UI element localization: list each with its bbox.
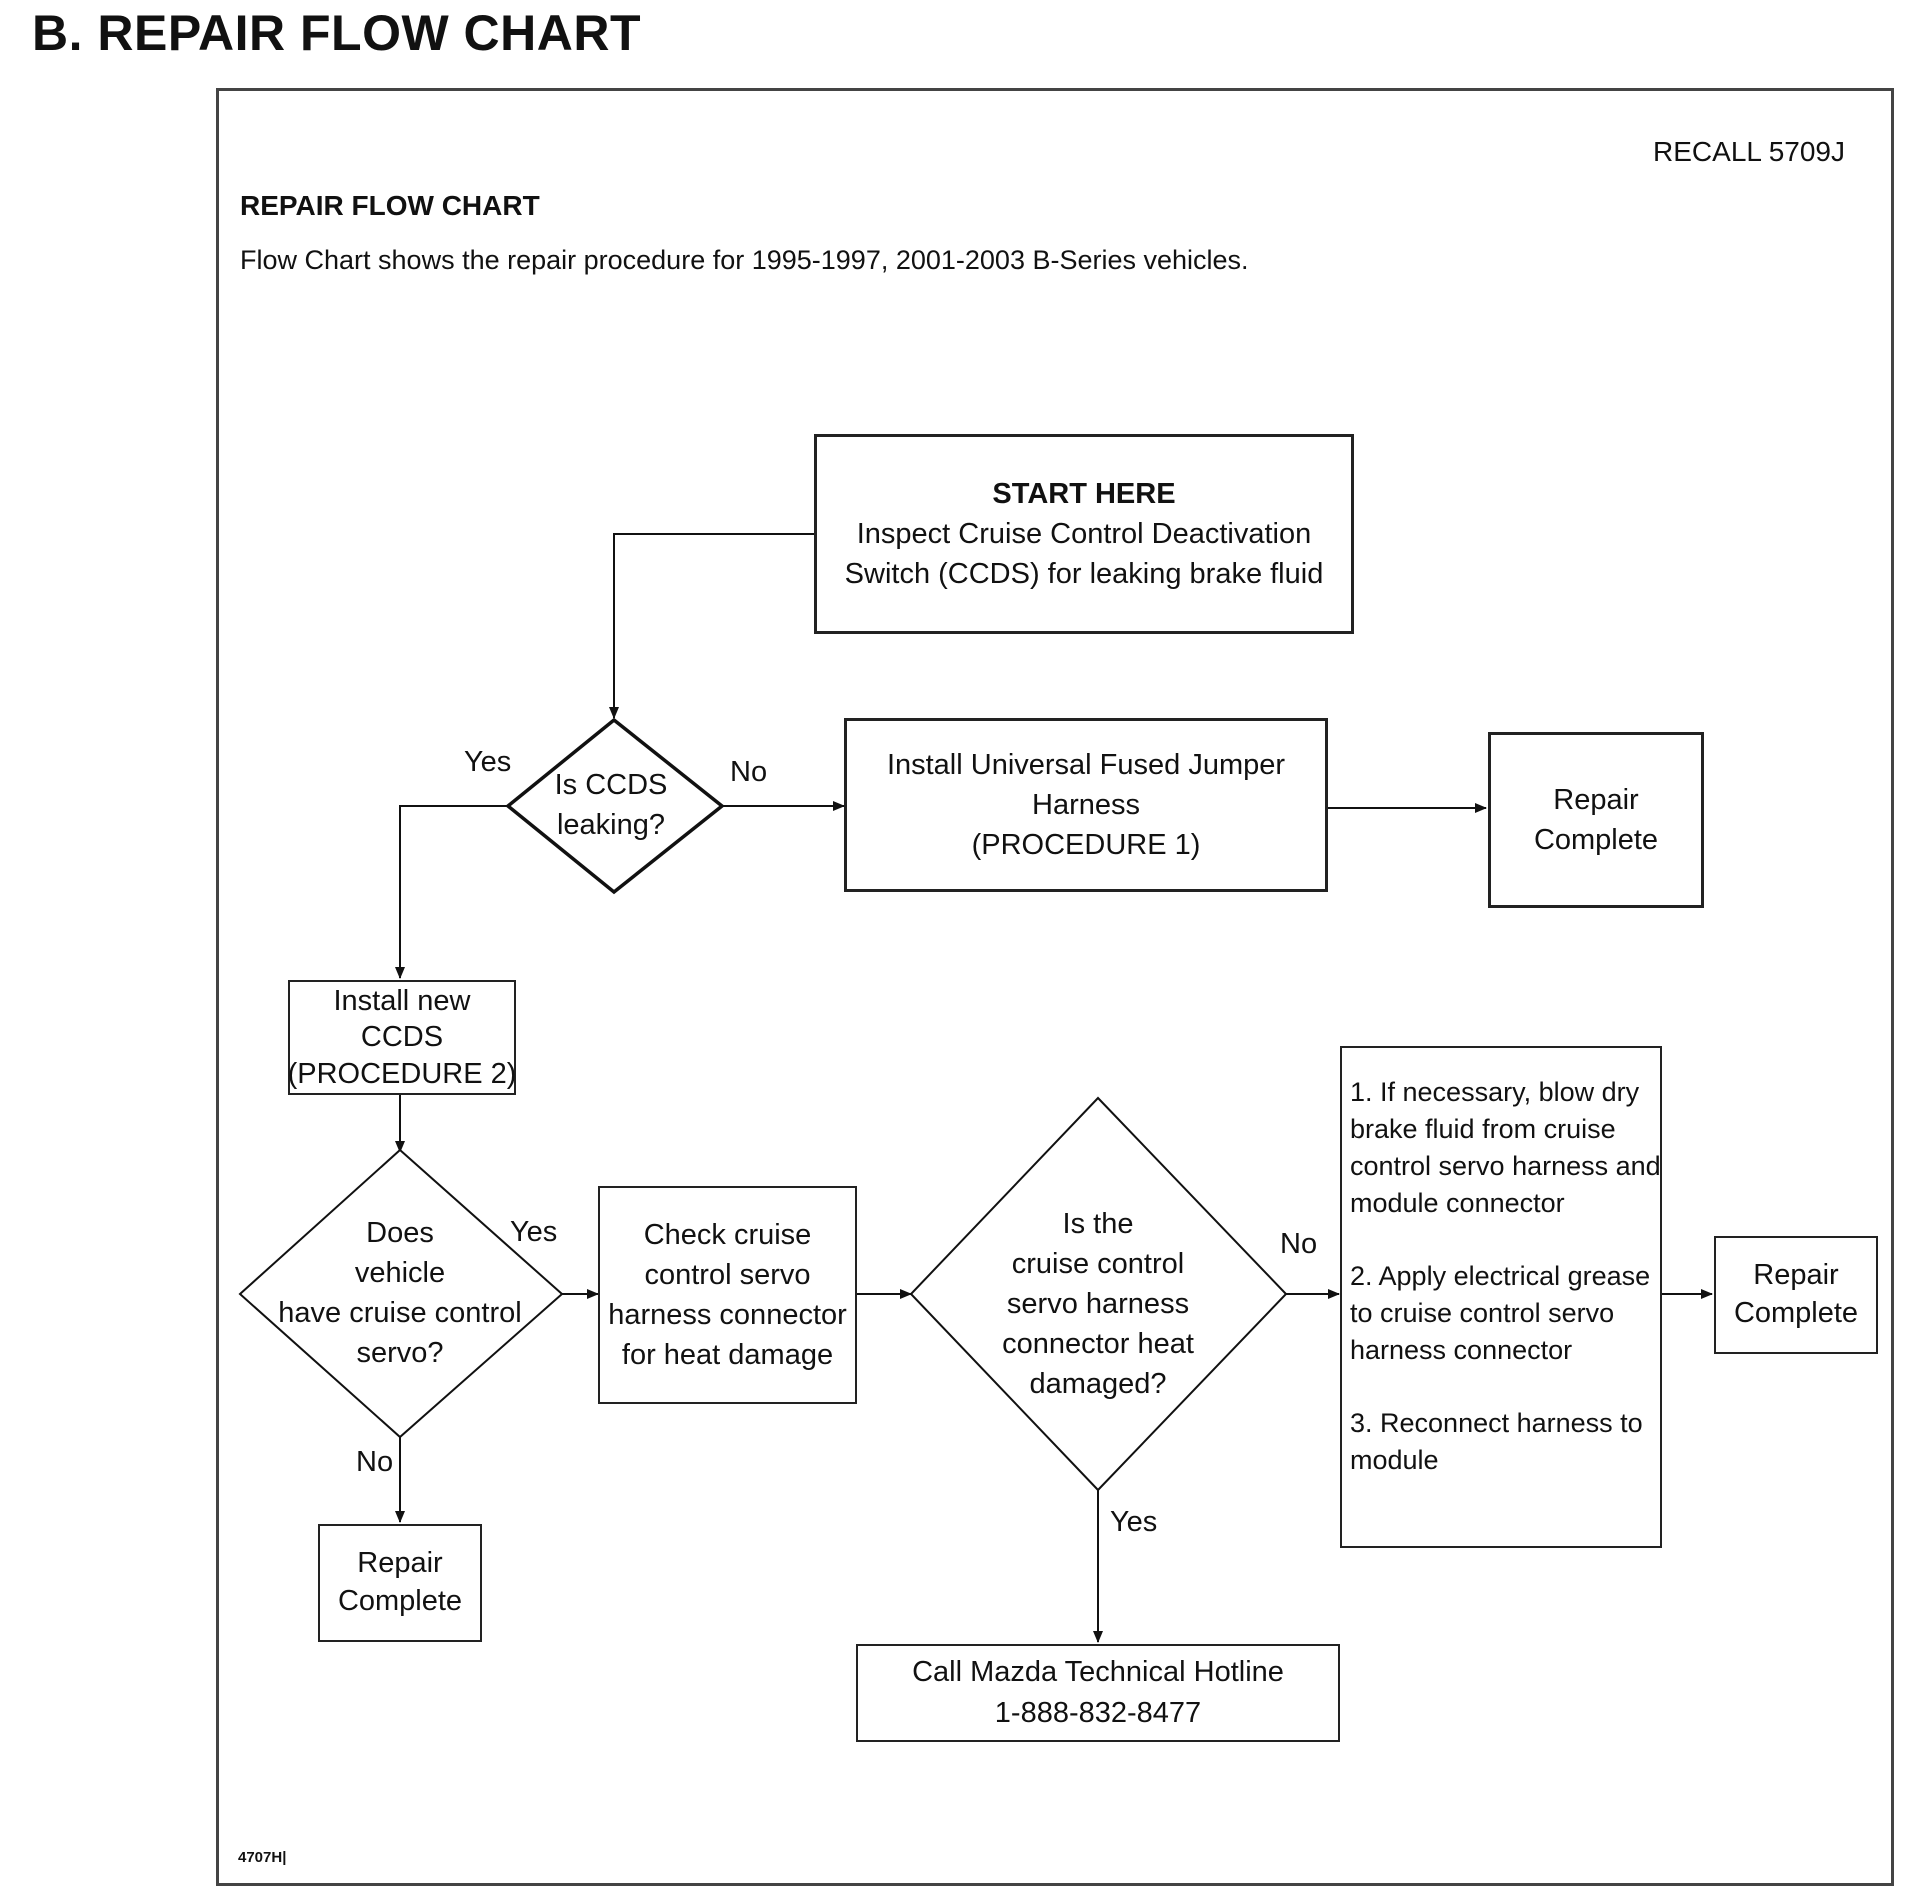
- box-line: Harness: [1032, 788, 1140, 821]
- box-line: 1-888-832-8477: [994, 1697, 1202, 1729]
- edge-label-no: No: [356, 1446, 394, 1478]
- question-line: vehicle: [354, 1256, 446, 1289]
- edge-label-no: No: [1280, 1228, 1318, 1260]
- step-1: 1. If necessary, blow dry brake fluid fr…: [1350, 1074, 1661, 1222]
- question-line: connector heat: [1002, 1328, 1194, 1360]
- box-line: Repair: [1753, 1259, 1839, 1292]
- box-line: control servo: [644, 1258, 811, 1291]
- box-line: Repair: [1553, 783, 1639, 816]
- diamond-ccds-leaking: [505, 717, 725, 895]
- box-line: (PROCEDURE 2): [287, 1057, 517, 1090]
- step-line: brake fluid from cruise: [1350, 1113, 1616, 1144]
- edge-start-to-ccds: [609, 533, 814, 719]
- step-3: 3. Reconnect harness to module: [1350, 1405, 1643, 1479]
- box-line: for heat damage: [621, 1339, 834, 1372]
- figure-code: 4707H|: [238, 1849, 287, 1866]
- recall-number: RECALL 5709J: [1653, 136, 1845, 167]
- question-line: Does: [366, 1216, 434, 1249]
- diamond-has-servo: [238, 1148, 564, 1439]
- step-line: module connector: [1350, 1187, 1565, 1218]
- question-line: servo?: [356, 1337, 444, 1370]
- question-line: leaking?: [556, 809, 666, 841]
- box-line: Repair: [357, 1547, 443, 1580]
- step-line: harness connector: [1350, 1334, 1573, 1365]
- repair-steps-box: 1. If necessary, blow dry brake fluid fr…: [1340, 1046, 1662, 1548]
- edge-label-yes: Yes: [510, 1216, 558, 1248]
- box-line: (PROCEDURE 1): [971, 829, 1201, 861]
- question-line: Is the: [1062, 1207, 1134, 1240]
- flowchart-subtitle: Flow Chart shows the repair procedure fo…: [240, 245, 1249, 275]
- start-line: Inspect Cruise Control Deactivation: [856, 517, 1312, 550]
- repair-complete-box: Repair Complete: [318, 1524, 482, 1642]
- box-line: Check cruise: [643, 1218, 812, 1251]
- check-servo-box: Check cruise control servo harness conne…: [598, 1186, 857, 1404]
- start-heading: START HERE: [992, 477, 1176, 510]
- repair-complete-box: Repair Complete: [1714, 1236, 1878, 1354]
- step-line: module: [1350, 1444, 1439, 1475]
- box-line: Install Universal Fused Jumper: [886, 748, 1286, 781]
- page-heading: B. REPAIR FLOW CHART: [32, 5, 642, 61]
- repair-complete-box: Repair Complete: [1488, 732, 1704, 908]
- question-line: servo harness: [1006, 1287, 1190, 1320]
- question-line: have cruise control: [278, 1297, 522, 1329]
- edge-label-yes: Yes: [1110, 1506, 1158, 1538]
- box-line: Install new: [333, 985, 471, 1018]
- edge-ccds-yes: [395, 805, 508, 979]
- install-ccds-box: Install new CCDS (PROCEDURE 2): [288, 980, 516, 1095]
- step-line: control servo harness and: [1350, 1150, 1661, 1181]
- box-line: CCDS: [360, 1021, 444, 1054]
- edge-label-no: No: [730, 756, 768, 788]
- step-line: 2. Apply electrical grease: [1350, 1260, 1651, 1291]
- box-line: Complete: [1733, 1297, 1859, 1329]
- edge-label-yes: Yes: [464, 746, 512, 778]
- step-line: to cruise control servo: [1350, 1297, 1615, 1328]
- box-line: Call Mazda Technical Hotline: [912, 1656, 1284, 1689]
- start-box: START HERE Inspect Cruise Control Deacti…: [814, 434, 1354, 634]
- diamond-heat-damaged: [909, 1096, 1288, 1492]
- ccds-leaking-question: Is CCDS leaking?: [528, 760, 694, 850]
- hotline-box: Call Mazda Technical Hotline 1-888-832-8…: [856, 1644, 1340, 1742]
- question-line: Is CCDS: [554, 768, 668, 801]
- question-line: cruise control: [1011, 1247, 1185, 1280]
- figure-frame: [216, 88, 1894, 1886]
- step-line: 1. If necessary, blow dry: [1350, 1077, 1640, 1107]
- box-line: harness connector: [608, 1299, 847, 1331]
- step-2: 2. Apply electrical grease to cruise con…: [1350, 1258, 1650, 1369]
- step-line: 3. Reconnect harness to: [1350, 1407, 1643, 1438]
- install-jumper-box: Install Universal Fused Jumper Harness (…: [844, 718, 1328, 892]
- has-servo-question: Does vehicle have cruise control servo?: [260, 1200, 540, 1386]
- heat-damaged-question: Is the cruise control servo harness conn…: [968, 1194, 1228, 1414]
- flowchart-title: REPAIR FLOW CHART: [240, 190, 540, 221]
- start-line: Switch (CCDS) for leaking brake fluid: [844, 558, 1324, 590]
- question-line: damaged?: [1029, 1368, 1167, 1401]
- box-line: Complete: [1533, 824, 1659, 856]
- box-line: Complete: [337, 1585, 463, 1617]
